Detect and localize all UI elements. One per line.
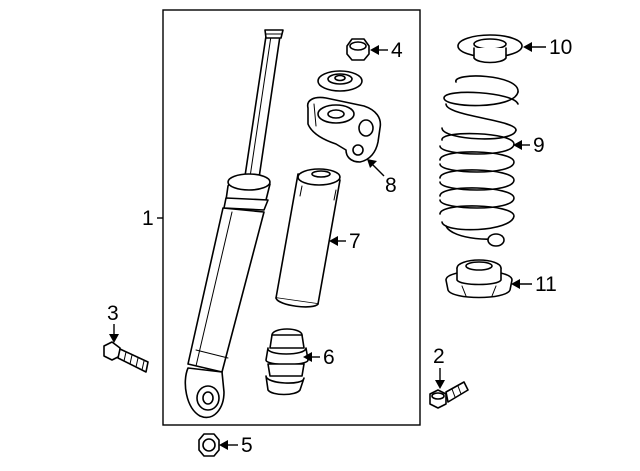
callout-9: 9: [533, 134, 545, 157]
arrow-3: [109, 334, 119, 343]
callout-2: 2: [433, 345, 445, 368]
lower-spring-insulator[interactable]: [445, 259, 513, 299]
callout-6: 6: [323, 346, 335, 369]
callout-7: 7: [349, 230, 361, 253]
callout-10: 10: [549, 36, 572, 59]
shock-absorber[interactable]: [184, 29, 284, 419]
callout-8: 8: [385, 174, 397, 197]
callout-3: 3: [107, 302, 119, 325]
arrow-9: [513, 140, 522, 150]
arrow-10: [523, 42, 532, 52]
upper-mount-nut[interactable]: [346, 38, 370, 61]
spring-seat-bolt[interactable]: [429, 381, 469, 409]
mount-washer[interactable]: [317, 70, 363, 92]
callout-4: 4: [391, 39, 403, 62]
arrow-5: [219, 440, 228, 450]
callout-1: 1: [142, 207, 154, 230]
callout-11: 11: [535, 273, 557, 296]
arrow-7: [329, 236, 338, 246]
dust-boot[interactable]: [275, 168, 341, 308]
arrow-2: [435, 380, 445, 389]
arrow-4: [370, 45, 379, 55]
arrow-11: [511, 279, 520, 289]
upper-mount[interactable]: [306, 96, 382, 163]
arrow-8: [367, 159, 377, 168]
bump-stop[interactable]: [265, 328, 309, 396]
lower-mount-nut[interactable]: [198, 433, 220, 457]
coil-spring[interactable]: [439, 75, 519, 247]
lower-mount-bolt[interactable]: [103, 341, 149, 373]
callout-5: 5: [241, 434, 253, 457]
upper-spring-insulator[interactable]: [457, 34, 523, 64]
arrow-6: [303, 352, 312, 362]
